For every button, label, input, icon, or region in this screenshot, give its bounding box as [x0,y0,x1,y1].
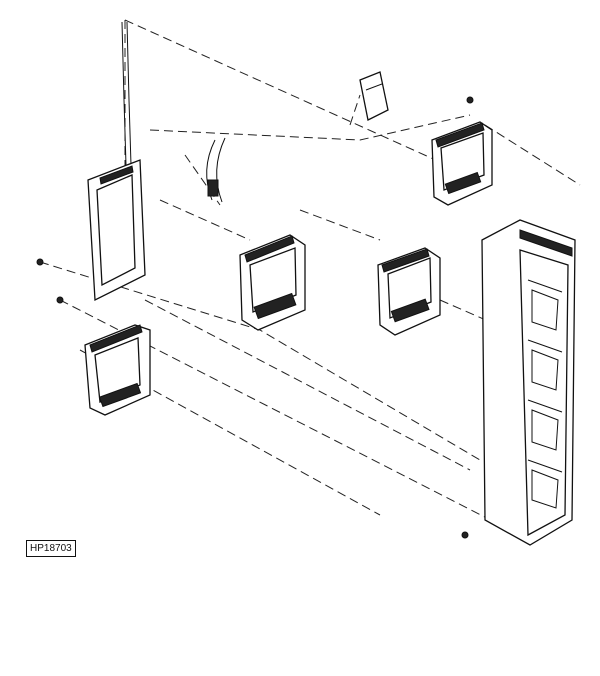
mounting-bracket [359,71,389,121]
display-bezel-frame [87,159,146,302]
left-display-unit [84,324,151,416]
figure-reference-code: HP18703 [26,540,76,557]
wiring-harness [206,137,226,203]
top-right-display-unit [431,121,493,206]
center-display-unit [239,234,306,331]
antenna-cable [121,21,132,166]
tall-enclosure-panel [481,219,576,546]
screws [36,96,474,539]
right-center-display-unit [377,247,441,336]
